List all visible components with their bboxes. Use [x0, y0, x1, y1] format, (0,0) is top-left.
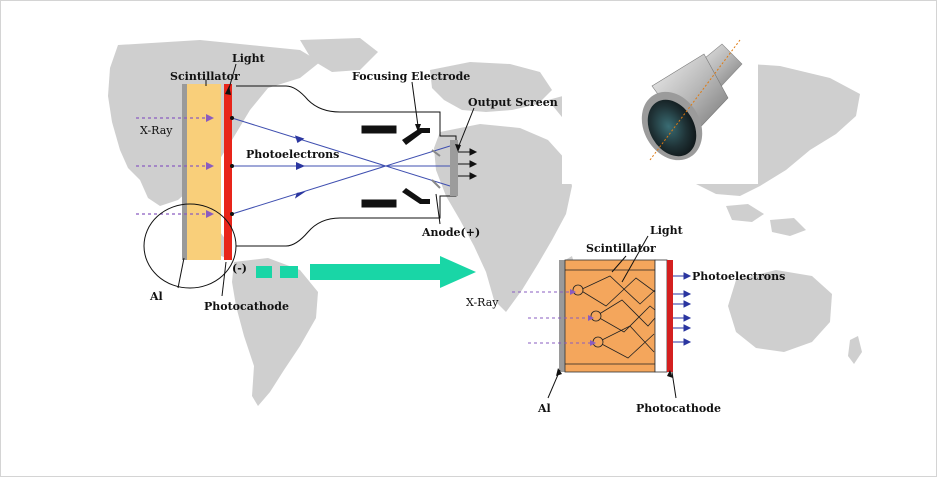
label-xray: X-Ray — [140, 124, 173, 137]
label-al: Al — [149, 290, 163, 303]
aluminum-layer — [182, 84, 187, 260]
intensifier-tube — [136, 63, 478, 297]
inset-photocathode — [667, 260, 673, 372]
inset-gap — [654, 259, 668, 373]
image-intensifier-product-icon — [641, 39, 743, 161]
label-photoelectrons: Photoelectrons — [246, 148, 339, 161]
inset-detail — [512, 235, 692, 399]
magnification-arrow — [256, 256, 476, 288]
label-scintillator: Scintillator — [170, 70, 240, 83]
inset-label-light: Light — [650, 224, 684, 237]
inset-label-photocathode: Photocathode — [636, 402, 721, 415]
magnify-circle — [143, 203, 237, 289]
label-output-screen: Output Screen — [468, 96, 558, 109]
inset-scintillator — [564, 259, 656, 373]
output-arrows — [458, 148, 478, 180]
label-light: Light — [232, 52, 266, 65]
labels: Scintillator Light Focusing Electrode Ou… — [140, 52, 785, 415]
inset-scintillation-points — [572, 284, 604, 348]
electron-paths — [231, 117, 451, 215]
label-cathode-sign: (-) — [232, 262, 247, 275]
focusing-electrodes — [361, 125, 430, 208]
inset-aluminum — [559, 260, 565, 372]
label-leaders — [177, 63, 475, 297]
label-photocathode: Photocathode — [204, 300, 289, 313]
output-screen — [450, 140, 458, 196]
label-anode: Anode(+) — [421, 226, 480, 239]
photocathode-layer — [224, 84, 232, 260]
label-focusing-electrode: Focusing Electrode — [352, 70, 470, 83]
inset-light-paths — [565, 269, 656, 365]
inset-label-scintillator: Scintillator — [586, 242, 656, 255]
anode — [431, 149, 441, 189]
inset-label-al: Al — [537, 402, 551, 415]
inset-label-photoelectrons: Photoelectrons — [692, 270, 785, 283]
inset-label-xray: X-Ray — [466, 296, 499, 309]
scintillator-layer — [187, 84, 221, 260]
inset-photoelectron-arrows — [673, 272, 692, 346]
